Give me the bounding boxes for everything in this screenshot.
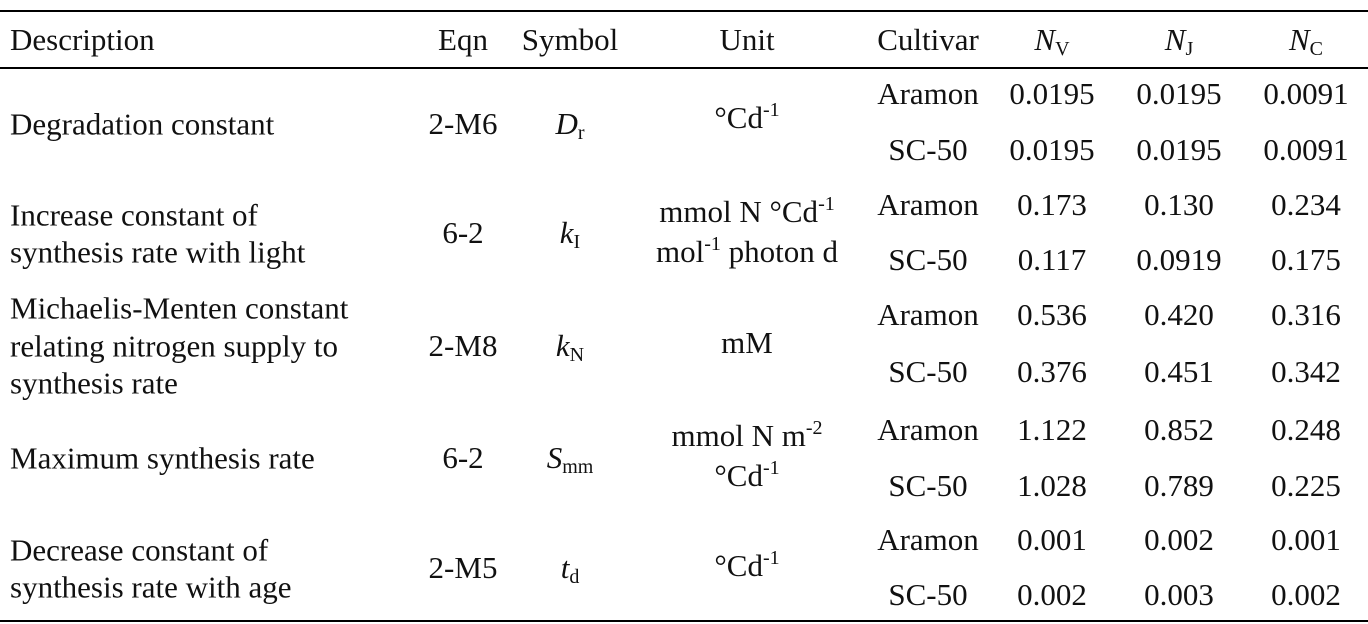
value-nv: 0.117 — [1017, 242, 1087, 277]
header-symbol: Symbol — [521, 22, 619, 57]
row-eqn: 2-M5 — [428, 550, 498, 585]
row-description: synthesis rate with age — [10, 569, 292, 605]
table-bottom-rule — [0, 620, 1368, 622]
row-description: synthesis rate with light — [10, 234, 306, 270]
row-eqn: 6-2 — [442, 215, 484, 250]
value-nc: 0.0091 — [1263, 76, 1349, 111]
cultivar-name: Aramon — [877, 187, 979, 222]
header-eqn: Eqn — [438, 22, 488, 57]
cultivar-name: SC-50 — [888, 468, 968, 503]
cultivar-name: Aramon — [877, 76, 979, 111]
value-nc: 0.002 — [1271, 577, 1341, 612]
cultivar-name: Aramon — [877, 522, 979, 557]
value-nc: 0.248 — [1271, 412, 1341, 447]
value-nc: 0.175 — [1271, 242, 1341, 277]
value-nv: 1.028 — [1017, 468, 1087, 503]
row-unit: mmol N °Cd-1 — [659, 193, 835, 229]
row-description: Increase constant of — [10, 197, 258, 233]
value-nj: 0.789 — [1144, 468, 1214, 503]
row-symbol: td — [560, 550, 580, 588]
row-unit: °Cd-1 — [714, 99, 780, 135]
value-nc: 0.225 — [1271, 468, 1341, 503]
header-nc: NC — [1288, 22, 1324, 60]
value-nv: 0.0195 — [1009, 76, 1095, 111]
row-description: synthesis rate — [10, 365, 178, 401]
value-nj: 0.130 — [1144, 187, 1214, 222]
value-nj: 0.420 — [1144, 297, 1214, 332]
value-nc: 0.0091 — [1263, 132, 1349, 167]
row-unit: mM — [721, 325, 773, 360]
row-description: Decrease constant of — [10, 532, 269, 568]
value-nv: 0.0195 — [1009, 132, 1095, 167]
header-description: Description — [10, 22, 155, 57]
row-symbol: Dr — [555, 106, 585, 144]
value-nj: 0.003 — [1144, 577, 1214, 612]
value-nv: 0.376 — [1017, 354, 1087, 389]
cultivar-name: Aramon — [877, 412, 979, 447]
row-eqn: 2-M8 — [428, 328, 498, 363]
value-nc: 0.342 — [1271, 354, 1341, 389]
value-nv: 0.001 — [1017, 522, 1087, 557]
row-description: Degradation constant — [10, 106, 275, 142]
table-header-rule — [0, 67, 1368, 69]
cultivar-name: Aramon — [877, 297, 979, 332]
cultivar-name: SC-50 — [888, 354, 968, 389]
value-nj: 0.0195 — [1136, 132, 1222, 167]
row-description: relating nitrogen supply to — [10, 328, 339, 364]
cultivar-name: SC-50 — [888, 242, 968, 277]
value-nv: 0.173 — [1017, 187, 1087, 222]
value-nc: 0.316 — [1271, 297, 1341, 332]
value-nc: 0.001 — [1271, 522, 1341, 557]
header-cultivar: Cultivar — [877, 22, 979, 57]
cultivar-name: SC-50 — [888, 577, 968, 612]
value-nj: 0.0195 — [1136, 76, 1222, 111]
value-nv: 1.122 — [1017, 412, 1087, 447]
row-unit: °Cd-1 — [714, 457, 780, 493]
value-nv: 0.002 — [1017, 577, 1087, 612]
row-symbol: kI — [559, 215, 581, 253]
value-nj: 0.852 — [1144, 412, 1214, 447]
cultivar-name: SC-50 — [888, 132, 968, 167]
row-unit: °Cd-1 — [714, 547, 780, 583]
row-eqn: 6-2 — [442, 440, 484, 475]
row-unit: mmol N m-2 — [671, 417, 823, 453]
row-symbol: kN — [555, 328, 585, 366]
value-nj: 0.0919 — [1136, 242, 1222, 277]
value-nj: 0.451 — [1144, 354, 1214, 389]
header-unit: Unit — [719, 22, 775, 57]
value-nc: 0.234 — [1271, 187, 1341, 222]
row-symbol: Smm — [546, 440, 594, 478]
header-nv: NV — [1034, 22, 1070, 60]
row-description: Maximum synthesis rate — [10, 440, 315, 476]
table-top-rule — [0, 10, 1368, 12]
row-description: Michaelis-Menten constant — [10, 290, 349, 326]
row-eqn: 2-M6 — [428, 106, 498, 141]
value-nv: 0.536 — [1017, 297, 1087, 332]
row-unit: mol-1 photon d — [655, 233, 839, 269]
header-nj: NJ — [1164, 22, 1194, 60]
value-nj: 0.002 — [1144, 522, 1214, 557]
